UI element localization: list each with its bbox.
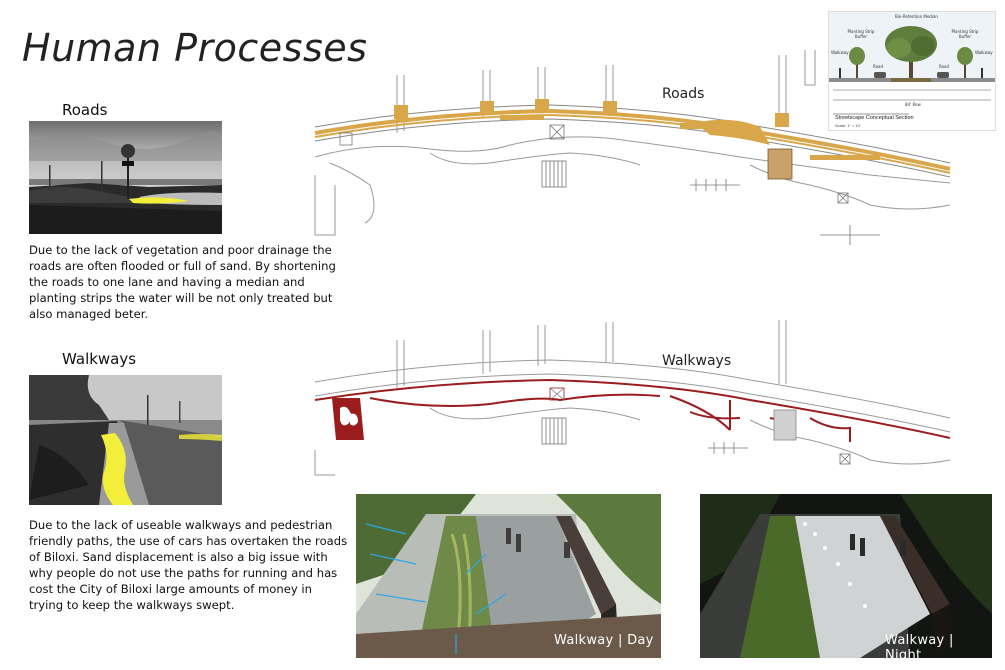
- night-caption: Walkway | Night: [885, 633, 954, 658]
- road-right-label: Road: [939, 64, 950, 69]
- planting-strip-right-label: Planting Strip Buffer: [951, 29, 979, 39]
- walkway-left-label: Walkway: [831, 50, 849, 55]
- walkway-day-render: Walkway | Day: [356, 494, 661, 658]
- walkways-description: Due to the lack of useable walkways and …: [29, 518, 348, 612]
- page-title: Human Processes: [22, 26, 368, 70]
- row-width-label: 84' Row: [905, 102, 921, 107]
- walkways-map-label: Walkways: [662, 353, 732, 369]
- day-caption: Walkway | Day: [554, 633, 654, 648]
- section-caption: Streetscape Conceptual Section: [835, 115, 914, 121]
- roads-description: Due to the lack of vegetation and poor d…: [29, 243, 336, 321]
- walkways-photo: [29, 375, 222, 505]
- roads-map: Roads: [310, 45, 955, 275]
- road-left-label: Road: [873, 64, 884, 69]
- walkway-right-label: Walkway: [975, 50, 993, 55]
- section-scale: Scale: 1" = 10': [835, 123, 861, 128]
- walkway-night-render: Walkway | Night: [700, 494, 992, 658]
- tree-icon: [885, 26, 937, 78]
- planting-strip-left-label: Planting Strip Buffer: [847, 29, 875, 39]
- roads-heading: Roads: [62, 101, 108, 119]
- roads-map-label: Roads: [662, 86, 705, 102]
- roads-photo: [29, 121, 222, 234]
- streetscape-section-diagram: Bio-Retention Median Planting Strip Buff…: [828, 11, 996, 131]
- walkways-heading: Walkways: [62, 350, 137, 368]
- bio-median-label: Bio-Retention Median: [895, 14, 938, 19]
- walkways-map: Walkways: [310, 300, 955, 485]
